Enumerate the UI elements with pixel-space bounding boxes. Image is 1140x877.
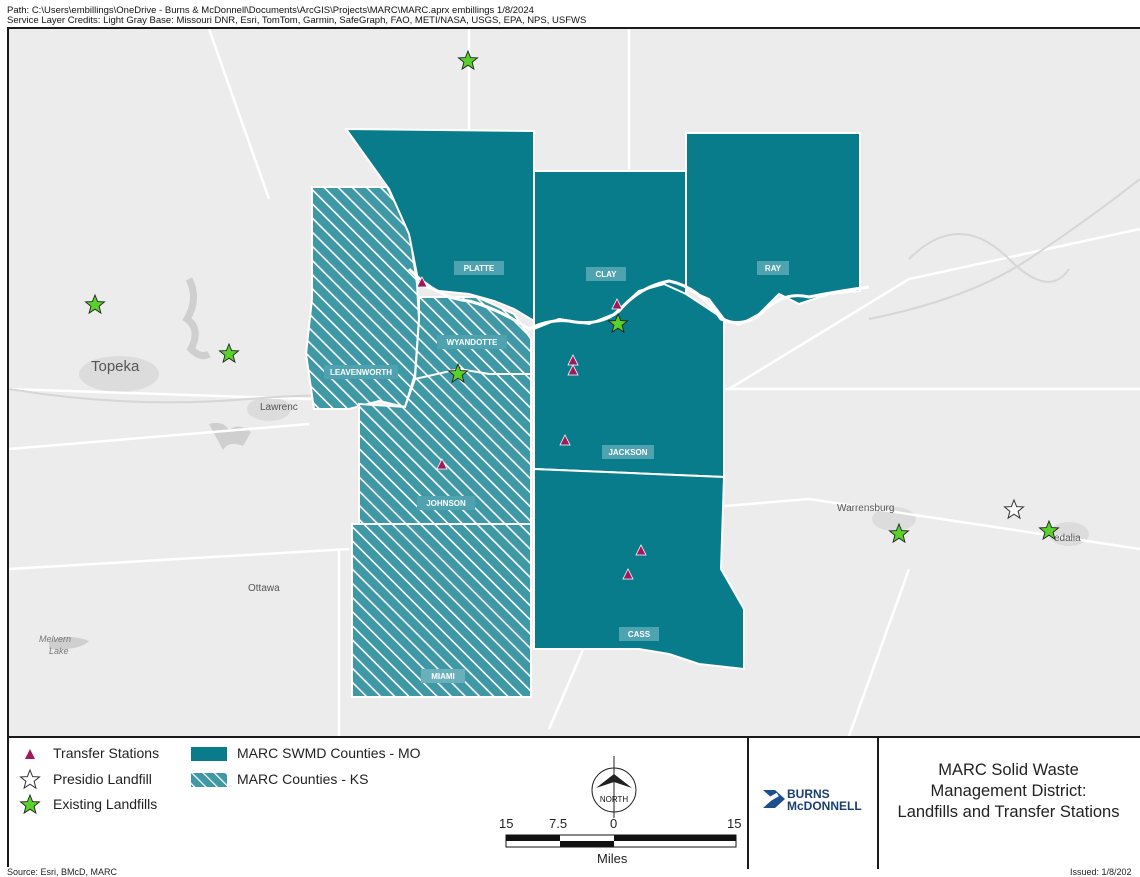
scale-label-15-left: 15: [499, 816, 514, 831]
legend-existing-landfills: Existing Landfills: [53, 796, 158, 812]
label-wyandotte: WYANDOTTE: [447, 338, 498, 347]
transfer-station-icon[interactable]: [611, 298, 623, 310]
transfer-station-icon[interactable]: [635, 544, 647, 556]
credits-line: Service Layer Credits: Light Gray Base: …: [7, 15, 587, 26]
landfill-star-icon[interactable]: [84, 293, 106, 315]
lake-melvern: [49, 637, 89, 650]
legend-divider-2: [877, 738, 879, 869]
missouri-river: [407, 267, 870, 331]
legend-panel: Transfer Stations Presidio Landfill Exis…: [9, 736, 1140, 869]
burns-mcdonnell-logo-icon: [761, 790, 785, 808]
scale-label-7-5: 7.5: [549, 816, 568, 831]
map-canvas: PLATTE CLAY RAY LEAVENWORTH WYANDOTTE JA…: [9, 29, 1140, 736]
map-title: MARC Solid Waste Management District: La…: [877, 760, 1140, 823]
label-miami: MIAMI: [431, 672, 455, 681]
place-lawrence: Lawrenc: [260, 402, 298, 413]
transfer-station-icon[interactable]: [416, 276, 428, 288]
place-melvern: Melvern: [39, 634, 71, 644]
label-clay: CLAY: [595, 270, 617, 279]
lake-perry: [182, 277, 211, 360]
mo-counties-legend-swatch: [191, 747, 227, 761]
north-arrow-icon: NORTH: [591, 756, 637, 818]
path-line: Path: C:\Users\embillings\OneDrive - Bur…: [7, 5, 534, 16]
transfer-station-legend-icon: [25, 749, 35, 759]
label-jackson: JACKSON: [608, 448, 647, 457]
scale-unit: Miles: [597, 851, 628, 866]
landfill-star-icon[interactable]: [218, 342, 240, 364]
map-layout-frame: PLATTE CLAY RAY LEAVENWORTH WYANDOTTE JA…: [7, 27, 1140, 869]
landfill-star-icon[interactable]: [888, 522, 910, 544]
logo-text-line1: BURNS: [787, 787, 830, 801]
legend-mo-counties: MARC SWMD Counties - MO: [237, 745, 421, 761]
landfill-star-icon[interactable]: [447, 362, 469, 384]
transfer-station-icon[interactable]: [559, 434, 571, 446]
landfill-star-icon[interactable]: [457, 49, 479, 71]
legend-ks-counties: MARC Counties - KS: [237, 771, 369, 787]
map-view[interactable]: PLATTE CLAY RAY LEAVENWORTH WYANDOTTE JA…: [9, 29, 1140, 736]
legend-transfer-stations: Transfer Stations: [53, 745, 160, 761]
transfer-stations-layer: [416, 276, 647, 580]
label-platte: PLATTE: [464, 264, 495, 273]
presidio-landfill-legend-icon: [19, 768, 41, 790]
scale-bar: [505, 834, 737, 848]
landfill-star-icon[interactable]: [1038, 519, 1060, 541]
place-topeka: Topeka: [91, 358, 140, 375]
place-warrensburg: Warrensburg: [837, 503, 894, 514]
legend-divider-1: [747, 738, 749, 869]
title-line3: Landfills and Transfer Stations: [897, 803, 1120, 821]
scale-label-0: 0: [610, 816, 618, 831]
north-label: NORTH: [600, 795, 629, 804]
ks-counties-legend-swatch: [191, 773, 227, 787]
label-ray: RAY: [765, 264, 782, 273]
footer-source: Source: Esri, BMcD, MARC: [7, 867, 118, 877]
label-johnson: JOHNSON: [426, 499, 466, 508]
scale-label-15-right: 15: [727, 816, 742, 831]
transfer-station-icon[interactable]: [622, 568, 634, 580]
title-line2: Management District:: [930, 782, 1087, 800]
label-cass: CASS: [628, 630, 651, 639]
landfill-star-icon[interactable]: [607, 312, 629, 334]
presidio-landfill-star-icon[interactable]: [1003, 498, 1025, 520]
existing-landfill-legend-icon: [19, 793, 41, 815]
existing-landfills-layer: [84, 49, 1060, 544]
place-lake: Lake: [49, 646, 69, 656]
place-ottawa: Ottawa: [248, 583, 280, 594]
county-ray[interactable]: [685, 132, 861, 327]
transfer-station-icon[interactable]: [436, 458, 448, 470]
county-miami[interactable]: [351, 523, 532, 698]
place-sedalia: edalia: [1054, 533, 1081, 544]
logo-text-line2: McDONNELL: [787, 799, 862, 813]
title-line1: MARC Solid Waste: [938, 761, 1079, 779]
county-cass[interactable]: [533, 467, 745, 671]
transfer-station-icon[interactable]: [567, 364, 579, 376]
footer-issued: Issued: 1/8/202: [1070, 867, 1132, 877]
legend-presidio-landfill: Presidio Landfill: [53, 771, 152, 787]
label-leavenworth: LEAVENWORTH: [330, 368, 392, 377]
